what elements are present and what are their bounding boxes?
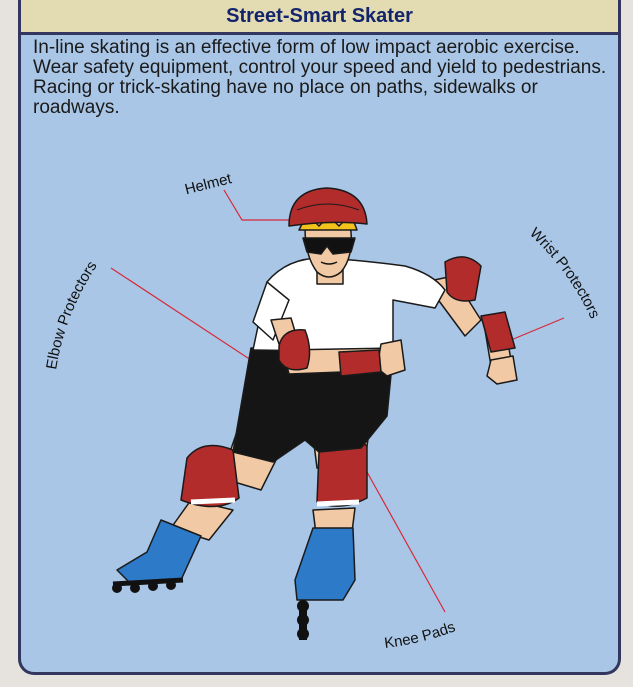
left-elbow-pad [279, 330, 310, 370]
left-knee-pad [181, 446, 239, 507]
right-hand [487, 356, 517, 384]
wrist-label-path: Wrist Protectors [526, 225, 603, 322]
right-wrist-guard [481, 312, 515, 352]
knee-callout-line [367, 472, 445, 612]
info-panel: Street-Smart Skater In-line skating is a… [18, 0, 621, 675]
right-elbow-pad [445, 257, 481, 301]
skater-figure [112, 188, 517, 640]
elbow-label-path: Elbow Protectors [43, 258, 100, 371]
left-wrist-guard [339, 350, 381, 376]
knee-label-path: Knee Pads [383, 619, 457, 652]
right-skate-boot [295, 528, 355, 600]
skater-illustration: Helmet Elbow Protectors Wrist Protectors… [21, 0, 618, 672]
helmet-callout-line [224, 190, 289, 220]
knee-label: Knee Pads [383, 619, 457, 652]
wrist-label: Wrist Protectors [526, 225, 603, 322]
wrist-callout-line [511, 318, 564, 340]
right-skate-wheels [297, 600, 309, 640]
elbow-callout-line [111, 268, 257, 364]
elbow-label: Elbow Protectors [43, 258, 100, 371]
helmet [289, 188, 367, 226]
